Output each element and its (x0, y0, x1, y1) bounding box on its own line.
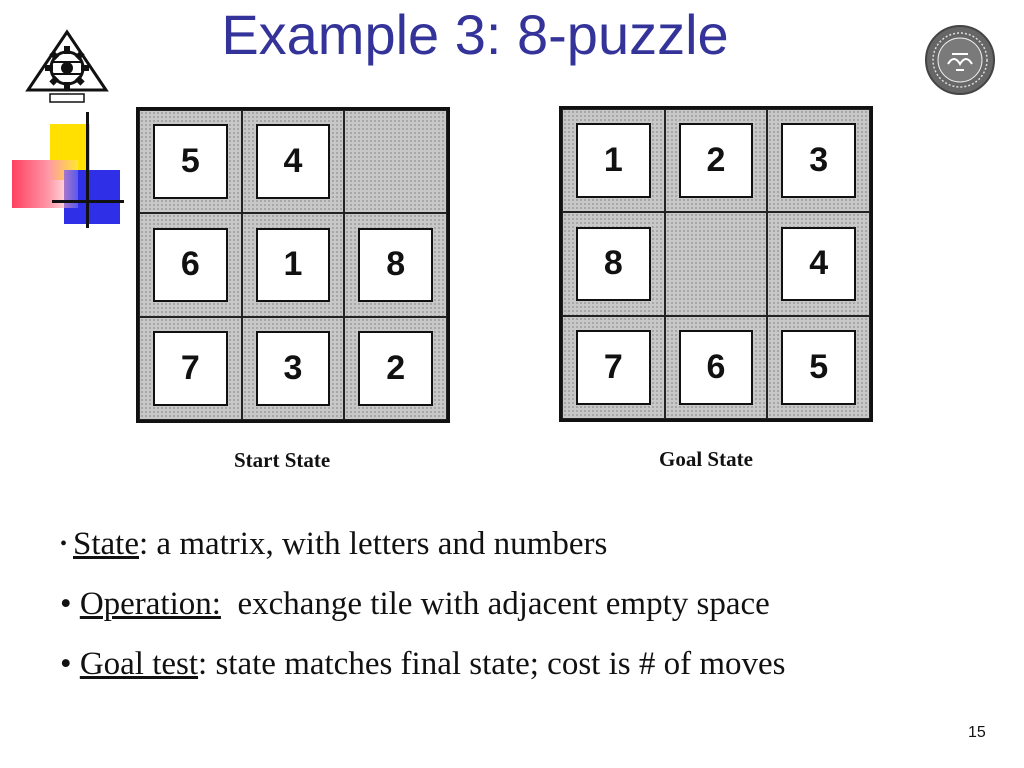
goal-state-board: 1 2 3 8 4 7 6 5 (559, 106, 873, 422)
bullet-item-goal-test: • Goal test: state matches final state; … (60, 646, 1000, 706)
puzzle-tile: 7 (153, 330, 228, 406)
bullet-marker: • (60, 646, 72, 682)
start-state-caption: Start State (234, 448, 331, 472)
puzzle-tile: 1 (576, 123, 651, 199)
bullet-text: exchange tile with adjacent empty space (220, 586, 770, 622)
puzzle-tile: 6 (678, 329, 754, 405)
bullet-text: : a matrix, with letters and numbers (139, 526, 608, 562)
board-cell: 1 (562, 109, 665, 213)
puzzle-tile: 8 (358, 227, 433, 303)
bullet-marker: • (60, 533, 68, 555)
board-cell: 4 (241, 110, 345, 214)
board-cell: 8 (562, 212, 665, 316)
decor-vertical-line (86, 112, 89, 228)
university-round-seal-icon (924, 24, 996, 96)
board-cell: 3 (767, 109, 870, 213)
decor-horizontal-line (52, 200, 124, 203)
board-cell: 5 (139, 110, 242, 214)
bullet-term: State (73, 526, 139, 562)
board-cell: 2 (344, 316, 447, 420)
board-cell: 7 (562, 315, 665, 419)
puzzle-tile: 7 (576, 329, 651, 405)
page-number: 15 (968, 724, 986, 741)
puzzle-tile: 5 (153, 124, 228, 200)
bullet-term: Operation: (79, 586, 221, 622)
puzzle-tile: 3 (781, 123, 856, 199)
puzzle-tile: 2 (678, 123, 754, 199)
puzzle-tile: 4 (781, 226, 856, 302)
board-cell: 3 (241, 316, 345, 420)
board-cell: 6 (664, 315, 768, 419)
puzzle-tile: 1 (255, 227, 331, 303)
goal-state-caption: Goal State (659, 447, 753, 471)
puzzle-tile: 3 (255, 330, 331, 406)
puzzle-tile: 2 (358, 330, 433, 406)
board-cell: 4 (767, 212, 870, 316)
board-cell: 5 (767, 315, 870, 419)
puzzle-tile: 4 (255, 124, 331, 200)
board-cell: 7 (139, 316, 242, 420)
board-cell-empty (664, 212, 768, 316)
slide-title: Example 3: 8-puzzle (221, 3, 729, 66)
board-cell: 6 (139, 213, 242, 317)
bullet-marker: • (60, 586, 72, 622)
bullet-text: : state matches final state; cost is # o… (198, 646, 786, 682)
decorative-squares (12, 108, 124, 230)
bullet-list: •State: a matrix, with letters and numbe… (60, 526, 1000, 706)
board-cell: 1 (241, 213, 345, 317)
board-cell: 8 (344, 213, 447, 317)
start-state-board: 5 4 6 1 8 7 3 2 (136, 107, 450, 423)
puzzle-tile: 6 (153, 227, 228, 303)
puzzle-tile: 5 (781, 329, 856, 405)
puzzle-tile: 8 (576, 226, 651, 302)
university-gear-emblem-icon (22, 26, 112, 106)
board-cell-empty (344, 110, 447, 214)
bullet-term: Goal test (79, 646, 199, 682)
bullet-item-state: •State: a matrix, with letters and numbe… (60, 526, 1000, 586)
bullet-item-operation: • Operation: exchange tile with adjacent… (60, 586, 1000, 646)
board-cell: 2 (664, 109, 768, 213)
